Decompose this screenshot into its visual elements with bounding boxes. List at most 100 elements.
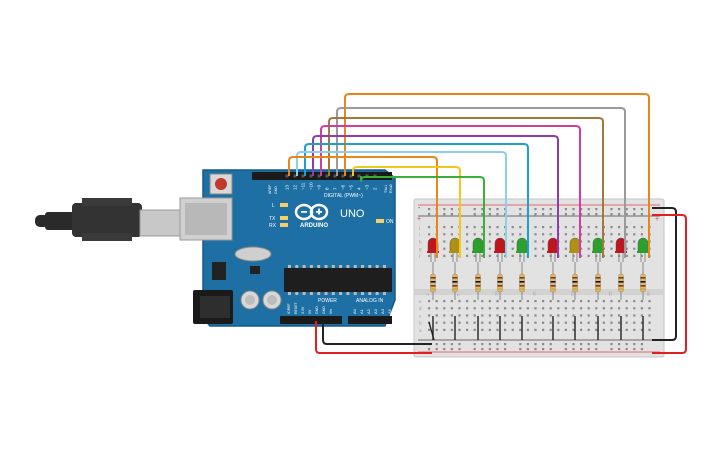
analog-pin-label: A5 [387, 308, 392, 314]
digital-pin-label: ~6 [341, 184, 346, 190]
digital-pin-socket[interactable] [293, 174, 297, 178]
column-number: 5 [455, 293, 460, 296]
digital-pin-label: ~9 [317, 184, 322, 190]
resistor[interactable] [452, 262, 458, 300]
analog-pin-label: A1 [359, 308, 364, 314]
signal-wire[interactable] [304, 143, 529, 258]
power-pin-label: RESET [294, 301, 298, 314]
resistor[interactable] [519, 262, 525, 300]
signal-wire[interactable] [336, 107, 626, 258]
signal-wire[interactable] [312, 135, 559, 258]
digital-pin-label: ~3 [365, 184, 370, 190]
row-letter: g [419, 247, 422, 252]
row-letter: b [419, 321, 422, 326]
rx-pin-label: RX◂0 [389, 184, 393, 193]
row-letter: h [419, 239, 422, 244]
signal-wire[interactable] [328, 117, 604, 258]
digital-pin-socket[interactable] [309, 174, 313, 178]
column-number: 15 [531, 291, 536, 296]
ground-wire[interactable] [322, 321, 432, 345]
row-letter: j [418, 225, 420, 230]
on-led-label: ON [386, 219, 394, 225]
digital-pin-label: 4 [357, 187, 362, 190]
crystal [234, 246, 272, 262]
resistor[interactable] [497, 262, 503, 300]
resistor[interactable] [640, 262, 646, 300]
power-header[interactable] [280, 316, 342, 324]
power-label: POWER [318, 298, 337, 304]
resistor[interactable] [572, 262, 578, 300]
digital-pin-label: ~11 [301, 182, 306, 190]
rail-minus-label-top: - [418, 205, 421, 212]
usb-cable[interactable] [35, 198, 181, 241]
reset-button[interactable] [209, 173, 233, 195]
power-pin-label: GND [322, 306, 326, 314]
digital-pin-socket[interactable] [341, 174, 345, 178]
digital-pin-label: 13 [285, 184, 290, 190]
analog-pin-label: A4 [380, 308, 385, 314]
l-led-label: L [272, 203, 275, 209]
power-pin-label: 5V [308, 309, 312, 314]
power-pin-label: GND [315, 306, 319, 314]
resistor[interactable] [430, 262, 436, 300]
row-letter: c [419, 313, 422, 318]
digital-pin-socket[interactable] [325, 174, 329, 178]
power-pin-label: Vin [329, 309, 333, 314]
signal-wire[interactable] [320, 125, 581, 258]
digital-pin-label: 12 [293, 184, 298, 190]
resistor[interactable] [618, 262, 624, 300]
led[interactable] [637, 237, 649, 262]
column-number: 1 [425, 293, 430, 296]
resistor[interactable] [475, 262, 481, 300]
digital-pin-socket[interactable] [349, 174, 353, 178]
digital-pin-label: ~5 [349, 184, 354, 190]
analog-pin-label: A3 [373, 308, 378, 314]
atmega-chip [284, 265, 392, 295]
column-number: 10 [493, 291, 498, 296]
analog-pin-label: A2 [366, 308, 371, 314]
column-number: 25 [607, 291, 612, 296]
rx-led-label: RX [269, 223, 277, 229]
led[interactable] [449, 237, 461, 262]
digital-pin-socket[interactable] [357, 174, 361, 178]
ground-jumper[interactable] [428, 321, 435, 341]
column-number: 30 [645, 291, 650, 296]
row-letter: a [419, 328, 422, 333]
digital-pin-label: 7 [333, 187, 338, 190]
power-wire-5v[interactable] [315, 321, 432, 354]
digital-header-label: DIGITAL (PWM~) [324, 193, 363, 199]
signal-wire[interactable] [352, 166, 461, 258]
signal-wire[interactable] [344, 93, 650, 258]
rail-plus-label-top: + [417, 216, 421, 223]
signal-wire[interactable] [288, 156, 438, 258]
power-pin-label: 3.3V [301, 306, 305, 314]
digital-pin-label: ~10 [309, 182, 314, 190]
resistor[interactable] [595, 262, 601, 300]
digital-pin-label: 8 [325, 187, 330, 190]
column-number: 20 [569, 291, 574, 296]
power-rail-bridge[interactable] [652, 214, 687, 354]
ground-rail-bridge[interactable] [652, 207, 677, 341]
tx-pin-label: TX▸1 [384, 185, 388, 193]
digital-pin-socket[interactable] [285, 174, 289, 178]
led[interactable] [427, 237, 439, 262]
aref-label: AREF [268, 185, 272, 194]
signal-wire[interactable] [296, 151, 507, 258]
digital-pin-label: 2 [373, 187, 378, 190]
rail-plus-label-right: + [655, 216, 659, 223]
row-letter: f [419, 254, 421, 259]
digital-pin-socket[interactable] [317, 174, 321, 178]
resistor[interactable] [550, 262, 556, 300]
analog-pin-label: A0 [352, 308, 357, 314]
digital-pin-socket[interactable] [333, 174, 337, 178]
digital-pin-socket[interactable] [301, 174, 305, 178]
arduino-wordmark: ARDUINO [300, 223, 328, 229]
analog-header[interactable] [348, 316, 392, 324]
analog-in-label: ANALOG IN [356, 298, 384, 304]
signal-wire[interactable] [360, 176, 485, 258]
uno-label: UNO [340, 208, 365, 220]
power-pin-label: IOREF [287, 303, 291, 314]
